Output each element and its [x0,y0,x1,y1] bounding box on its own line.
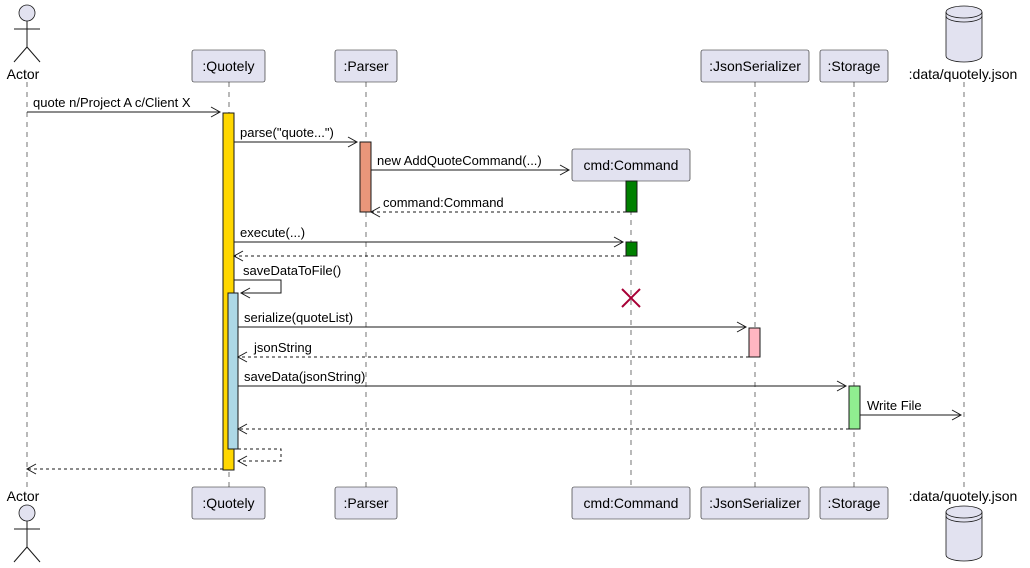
message-execute-label: execute(...) [240,225,305,240]
message-parse: parse("quote...") [234,125,359,148]
quotely-label-top: :Quotely [202,58,254,74]
message-command-return: command:Command [369,195,626,218]
message-command-return-label: command:Command [383,195,504,210]
message-write-file: Write File [860,398,963,421]
message-quote-command: quote n/Project A c/Client X [27,95,222,118]
storage-box-top: :Storage [819,49,889,83]
parser-label-bottom: :Parser [343,495,388,511]
parser-label-top: :Parser [343,58,388,74]
message-json-string-return: jsonString [236,340,749,363]
storage-label-bottom: :Storage [828,495,881,511]
command-label-created: cmd:Command [584,157,679,173]
message-serialize: serialize(quoteList) [238,310,748,333]
message-save-data-to-file-label: saveDataToFile() [243,263,341,278]
quotely-box-bottom: :Quotely [191,486,266,520]
message-execute: execute(...) [234,225,625,248]
storage-label-top: :Storage [828,58,881,74]
serializer-label-top: :JsonSerializer [709,58,801,74]
quotely-activation [222,112,235,471]
message-serialize-label: serialize(quoteList) [244,310,353,325]
actor-icon [13,4,41,63]
command-box-bottom: cmd:Command [571,486,691,520]
command-activation-create [625,180,638,213]
storage-activation [848,385,861,430]
message-self-return [236,448,282,467]
message-new-command-label: new AddQuoteCommand(...) [377,153,542,168]
message-final-return [25,463,223,475]
parser-box-top: :Parser [334,49,398,83]
actor-icon [13,504,41,563]
parser-box-bottom: :Parser [334,486,398,520]
file-label-bottom: :data/quotely.json [909,488,1018,504]
serializer-box-top: :JsonSerializer [700,49,810,83]
message-write-file-label: Write File [867,398,922,413]
actor-bottom: Actor [7,488,41,563]
message-parse-label: parse("quote...") [240,125,334,140]
quotely-box-top: :Quotely [191,49,266,83]
file-bottom: :data/quotely.json [909,488,1018,562]
command-label-bottom: cmd:Command [584,495,679,511]
serializer-activation [748,327,761,358]
file-top: :data/quotely.json [909,5,1018,82]
command-activation-execute [625,241,638,257]
parser-activation [359,141,372,213]
storage-box-bottom: :Storage [819,486,889,520]
message-json-string-label: jsonString [253,340,312,355]
destroy-icon [621,288,641,308]
serializer-label-bottom: :JsonSerializer [709,495,801,511]
message-save-data-label: saveData(jsonString) [244,369,365,384]
command-box-created: cmd:Command [571,148,691,182]
message-save-data: saveData(jsonString) [238,369,848,392]
message-quote-command-label: quote n/Project A c/Client X [33,95,191,110]
message-save-data-to-file: saveDataToFile() [234,263,341,299]
file-label-top: :data/quotely.json [909,66,1018,82]
database-icon [945,505,983,562]
message-storage-return [236,423,849,435]
message-execute-return [232,250,626,262]
message-new-command: new AddQuoteCommand(...) [371,153,571,176]
serializer-box-bottom: :JsonSerializer [700,486,810,520]
actor-top: Actor [7,4,41,82]
quotely-label-bottom: :Quotely [202,495,254,511]
database-icon [945,5,983,63]
actor-label-bottom: Actor [7,488,40,504]
save-activation [227,292,239,450]
actor-label-top: Actor [7,66,40,82]
